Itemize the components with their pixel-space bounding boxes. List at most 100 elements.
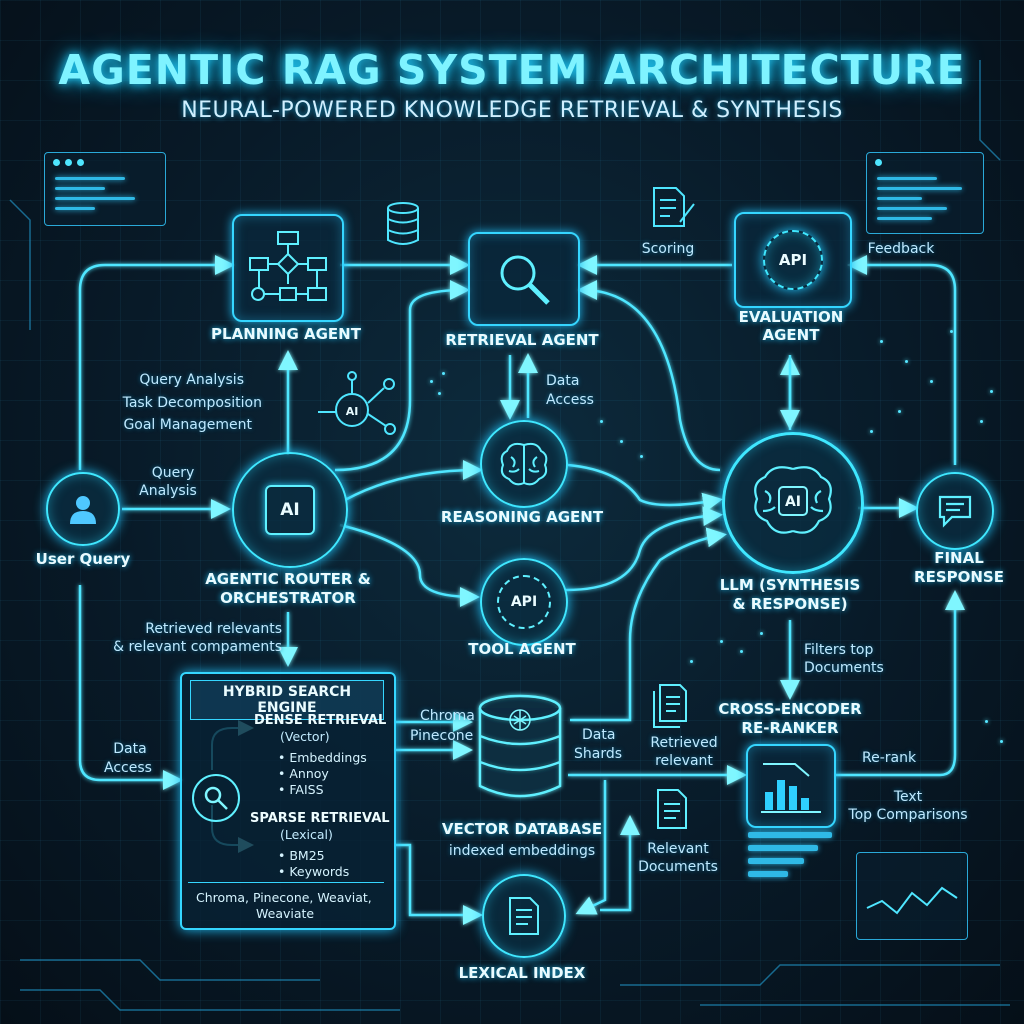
link-router-reasoning: [344, 460, 483, 502]
svg-text:AI: AI: [346, 405, 359, 418]
final-response-label-2: RESPONSE: [914, 568, 1004, 586]
retrieval-agent-label: RETRIEVAL AGENT: [445, 331, 599, 349]
rank-bar-4: [748, 871, 788, 877]
dense-item-0: • Embeddings: [278, 750, 367, 765]
ai-chip-icon: AI: [265, 485, 315, 535]
link-hybrid-lexical: [395, 843, 483, 925]
agentic-router-node[interactable]: AI: [232, 452, 348, 568]
link-cross-final: [835, 590, 965, 777]
vector-database-sublabel: indexed embeddings: [448, 843, 596, 859]
relevant-documents-icon: [657, 789, 687, 829]
link-vector-lexical: [575, 780, 607, 915]
magnifier-icon: [500, 255, 550, 305]
database-icon: [387, 202, 419, 245]
evaluation-agent-label-1: EVALUATION: [738, 308, 844, 326]
rank-bar-3: [748, 858, 804, 864]
note-rerank: Re-rank: [862, 750, 917, 766]
note-filters-top-1: Filters top: [804, 642, 874, 658]
final-response-node[interactable]: [916, 472, 994, 550]
hybrid-search-engine[interactable]: HYBRID SEARCH ENGINE DENSE RETRIEVAL (Ve…: [180, 672, 396, 930]
reasoning-agent-node[interactable]: [480, 420, 568, 508]
note-query-2: Analysis: [139, 483, 197, 499]
dense-retrieval-sub: (Vector): [280, 729, 330, 744]
user-query-label: User Query: [35, 550, 131, 568]
api-tool-icon: API: [497, 575, 551, 629]
graph-panel-bottom-right: [856, 852, 968, 940]
link-user-hybrid: [78, 585, 183, 790]
note-goal-management: Goal Management: [123, 417, 252, 433]
link-router-retrieval: [334, 280, 470, 472]
link-llm-retrieval: [577, 280, 721, 472]
link-lexical-relevant: [600, 815, 640, 912]
link-vector-llm: [570, 527, 727, 722]
reasoning-agent-label: REASONING AGENT: [440, 508, 604, 526]
user-icon: [70, 496, 96, 524]
dense-item-2: • FAISS: [278, 782, 324, 797]
page-title: AGENTIC RAG SYSTEM ARCHITECTURE: [58, 46, 966, 94]
tool-agent-node[interactable]: API: [480, 558, 568, 646]
link-tool-llm: [565, 506, 723, 592]
router-label-2: ORCHESTRATOR: [220, 589, 356, 607]
link-router-tool: [339, 523, 480, 607]
note-retrieved-relevants-2: & relevant compaments: [113, 639, 282, 655]
lexical-index-label: LEXICAL INDEX: [458, 964, 586, 982]
note-data-access-left-2: Access: [104, 760, 152, 776]
cross-encoder-label-2: RE-RANKER: [741, 719, 839, 737]
hybrid-search-icon: [192, 774, 240, 822]
llm-brain-icon: AI: [754, 466, 832, 534]
note-retrieved-relevant-1: Retrieved: [650, 735, 718, 751]
evaluation-agent-label-2: AGENT: [762, 326, 820, 344]
evaluation-agent-node[interactable]: API: [734, 212, 852, 308]
note-scoring: Scoring: [641, 241, 695, 257]
router-label-1: AGENTIC ROUTER &: [205, 570, 371, 588]
note-query-1: Query: [151, 465, 195, 481]
sparse-retrieval-block: SPARSE RETRIEVAL (Lexical): [250, 810, 390, 843]
note-data-shards-2: Shards: [574, 746, 623, 762]
brain-icon: [500, 442, 548, 486]
planning-agent-node[interactable]: [232, 214, 344, 322]
note-relevant-documents-1: Relevant: [647, 841, 709, 857]
note-data-access-top-1: Data: [546, 373, 580, 389]
dense-item-1: • Annoy: [278, 766, 329, 781]
chat-bubble-icon: [938, 495, 972, 528]
code-panel-top-left: [44, 152, 166, 226]
code-panel-top-right: [866, 152, 984, 234]
user-query-node[interactable]: [46, 472, 120, 546]
vector-database-label: VECTOR DATABASE: [441, 820, 603, 838]
note-data-access-top-2: Access: [546, 392, 594, 408]
vector-database-icon[interactable]: [472, 690, 568, 810]
llm-label-1: LLM (SYNTHESIS: [719, 576, 861, 594]
note-retrieved-relevant-2: relevant: [655, 753, 713, 769]
scoring-document-icon: [653, 187, 695, 227]
sparse-item-0: • BM25: [278, 848, 325, 863]
note-pinecone: Pinecone: [410, 728, 474, 744]
sparse-item-1: • Keywords: [278, 864, 350, 879]
retrieval-agent-node[interactable]: [468, 232, 580, 326]
hybrid-footer-1: Chroma, Pinecone, Weaviat,: [196, 890, 372, 905]
document-icon: [509, 897, 539, 935]
note-text-top-2: Top Comparisons: [848, 807, 968, 823]
sparse-retrieval-sub: (Lexical): [280, 827, 333, 842]
note-task-decomposition: Task Decomposition: [122, 395, 262, 411]
retrieved-documents-icon: [653, 684, 687, 728]
cross-encoder-node[interactable]: [746, 744, 836, 828]
planning-agent-label: PLANNING AGENT: [211, 325, 361, 343]
rank-bar-2: [748, 845, 818, 851]
llm-node[interactable]: AI: [722, 432, 864, 574]
dense-retrieval-title: DENSE RETRIEVAL: [254, 713, 387, 728]
hybrid-footer-2: Weaviate: [256, 906, 315, 921]
svg-text:AI: AI: [785, 494, 801, 510]
link-reasoning-llm: [567, 463, 723, 513]
cross-encoder-label-1: CROSS-ENCODER: [718, 700, 862, 718]
bar-chart-icon: [761, 763, 821, 813]
hybrid-footer-divider: [188, 882, 384, 883]
page-subtitle: NEURAL-POWERED KNOWLEDGE RETRIEVAL & SYN…: [181, 98, 843, 123]
note-retrieved-relevants-1: Retrieved relevants: [145, 621, 282, 637]
note-text-top-1: Text: [893, 789, 923, 805]
lexical-index-node[interactable]: [482, 874, 566, 958]
dense-retrieval-block: DENSE RETRIEVAL (Vector): [254, 712, 390, 745]
note-filters-top-2: Documents: [804, 660, 884, 676]
note-query-analysis-list: Query Analysis: [139, 372, 244, 388]
link-user-planning: [78, 255, 235, 470]
note-relevant-documents-2: Documents: [638, 859, 718, 875]
